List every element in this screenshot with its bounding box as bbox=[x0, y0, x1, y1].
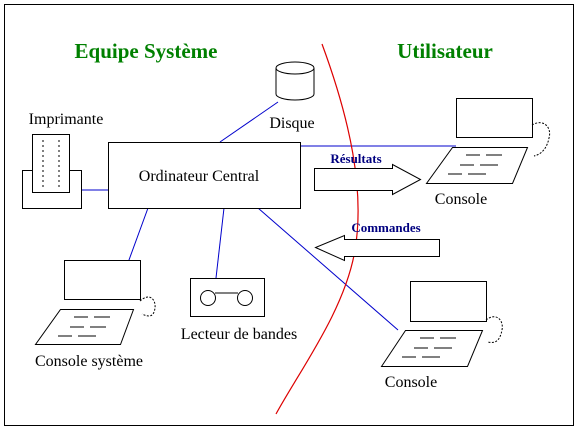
disk-label: Disque bbox=[269, 115, 314, 132]
printer-icon bbox=[22, 134, 82, 209]
commands-arrow bbox=[314, 234, 440, 262]
console-top-icon bbox=[425, 98, 551, 184]
central-computer-box bbox=[108, 142, 301, 209]
results-label: Résultats bbox=[330, 151, 381, 166]
commands-label: Commandes bbox=[351, 220, 420, 235]
equipe-systeme-title: Equipe Système bbox=[75, 39, 218, 63]
link-tape bbox=[215, 207, 225, 279]
console-bottom-icon bbox=[380, 281, 503, 367]
printer-label: Imprimante bbox=[29, 111, 104, 128]
system-console-icon bbox=[34, 260, 156, 345]
tape-reader-icon bbox=[190, 278, 265, 317]
central-computer-label: Ordinateur Central bbox=[139, 168, 260, 185]
console-top-label: Console bbox=[435, 191, 487, 208]
utilisateur-title: Utilisateur bbox=[397, 39, 493, 63]
disk-icon bbox=[275, 61, 315, 101]
tape-reader-label: Lecteur de bandes bbox=[181, 326, 297, 343]
link-disk bbox=[219, 101, 279, 143]
link-console-bottom bbox=[257, 207, 399, 331]
system-console-label: Console système bbox=[35, 353, 143, 370]
results-arrow bbox=[314, 163, 422, 196]
connection-lines bbox=[82, 101, 456, 331]
console-bottom-label: Console bbox=[385, 374, 437, 391]
